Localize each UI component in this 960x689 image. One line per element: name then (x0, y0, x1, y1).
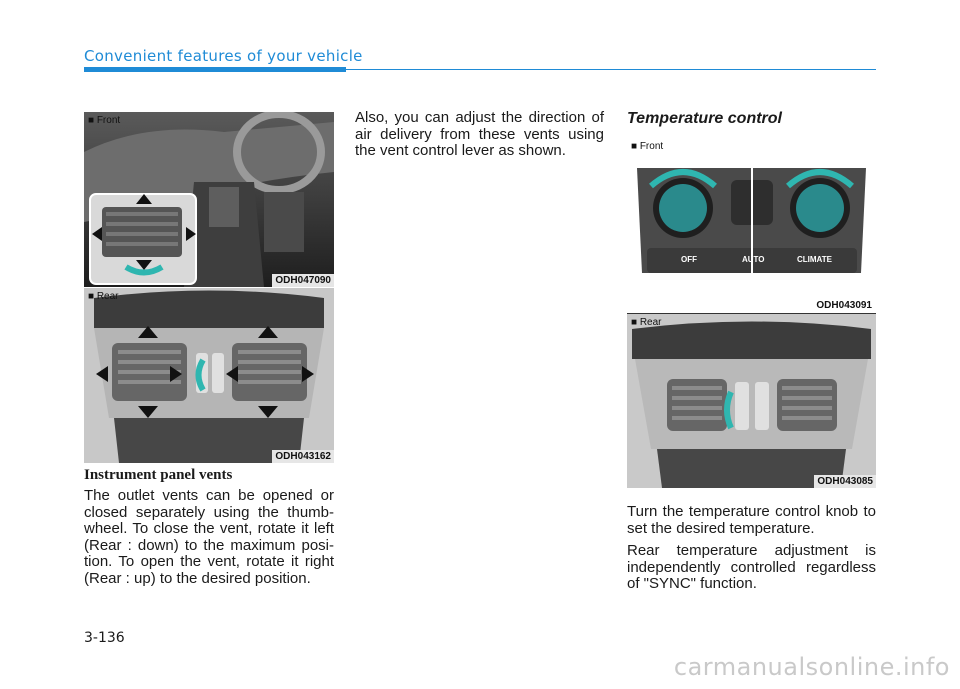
rear-climate-figure: ■ Rear ODH043085 (627, 314, 876, 488)
watermark: carmanualsonline.info (673, 653, 950, 681)
figure-label-rear: ■ Rear (631, 317, 662, 328)
front-vents-illustration (84, 112, 334, 287)
body-paragraph: The outlet vents can be opened or closed… (84, 487, 334, 587)
figure-code: ODH043162 (272, 450, 334, 463)
figure-code: ODH043085 (814, 475, 876, 488)
figure-divider (627, 313, 876, 314)
auto-button: AUTO (742, 255, 765, 264)
figure-code: ODH043091 (816, 300, 872, 311)
header-rule (84, 67, 346, 72)
climate-button: CLIMATE (797, 255, 832, 264)
page-number: 3-136 (84, 630, 125, 646)
rear-vents-figure: ■ Rear ODH043162 (84, 288, 334, 463)
section-heading: Instrument panel vents (84, 467, 233, 483)
section-title: Convenient features of your vehicle (84, 47, 363, 65)
figure-label-rear: ■ Rear (88, 291, 119, 302)
rear-climate-illustration (627, 314, 876, 488)
front-vents-figure: ■ Front ODH047090 (84, 112, 334, 287)
section-heading: Temperature control (627, 110, 782, 127)
body-paragraph: Turn the temperature control knob to set… (627, 503, 876, 592)
figure-label-front: ■ Front (631, 141, 664, 152)
front-climate-panel-figure: OFF AUTO CLIMATE ■ Front ODH043091 (627, 138, 876, 313)
header-rule-thin (346, 69, 876, 70)
figure-label-front: ■ Front (88, 115, 121, 126)
off-button: OFF (681, 255, 697, 264)
figure-code: ODH047090 (272, 274, 334, 287)
rear-vents-illustration (84, 288, 334, 463)
body-paragraph: Also, you can adjust the direction of ai… (355, 109, 604, 159)
climate-panel-illustration (627, 138, 876, 313)
